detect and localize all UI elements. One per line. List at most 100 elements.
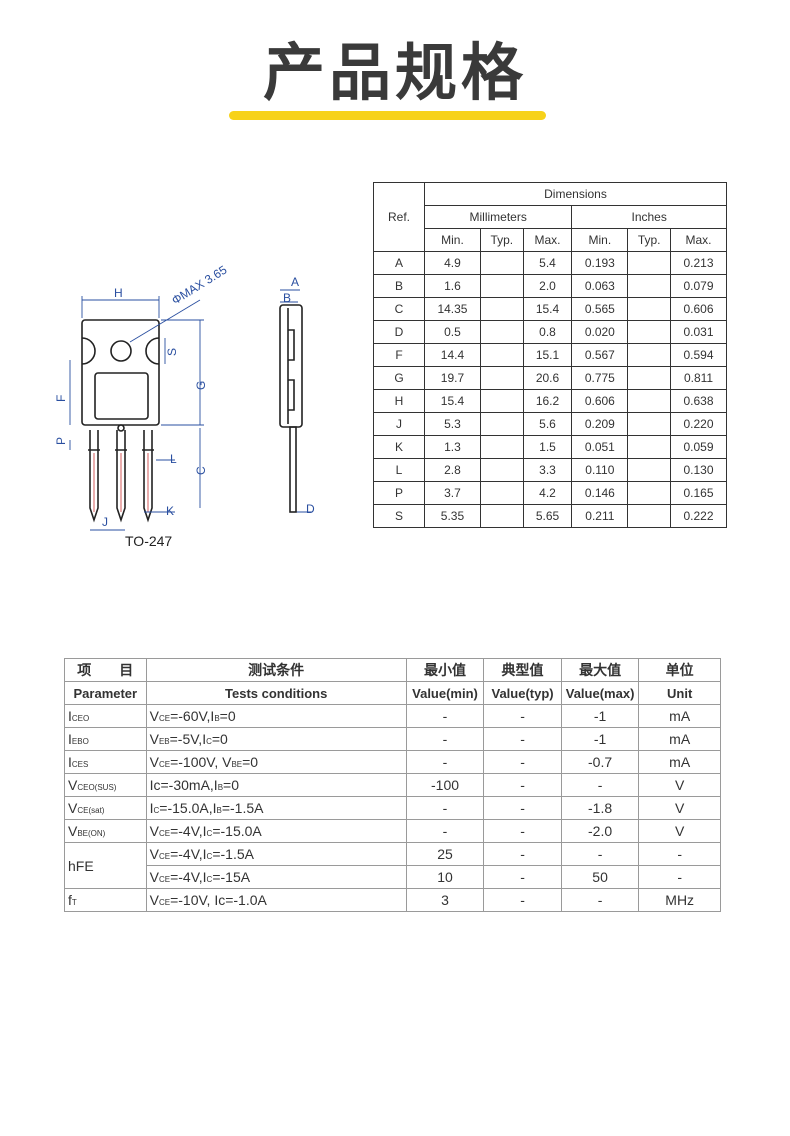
- dim-cell: 14.4: [424, 343, 481, 367]
- spec-parameter: VCEO(SUS): [64, 773, 147, 797]
- dim-header-ref: Ref.: [373, 182, 425, 252]
- dim-label-f: F: [54, 395, 68, 402]
- spec-condition: VCE=-4V,IC=-15A: [145, 865, 407, 889]
- spec-max: -1: [560, 704, 640, 728]
- spec-condition: VCE=-10V, Ic=-1.0A: [145, 888, 407, 912]
- subscript-text: CEO: [71, 714, 90, 723]
- spec-header-en-1: Tests conditions: [145, 681, 407, 705]
- dim-cell: 15.4: [424, 389, 481, 413]
- subscript-text: B: [217, 783, 224, 792]
- spec-unit: MHz: [638, 888, 721, 912]
- dim-cell: A: [373, 251, 425, 275]
- text-segment: =-1.5A: [212, 846, 254, 862]
- dim-cell: 0.165: [670, 481, 727, 505]
- dim-cell: 0.811: [670, 366, 727, 390]
- dim-cell: [479, 504, 524, 528]
- spec-header-cn-0: 项 目: [64, 658, 147, 682]
- dim-cell: P: [373, 481, 425, 505]
- dim-cell: 0.594: [670, 343, 727, 367]
- dim-header-mm-typ: Typ.: [479, 228, 524, 252]
- subscript-text: CE: [158, 898, 171, 907]
- dim-cell: 0.606: [571, 389, 629, 413]
- dim-cell: 1.3: [424, 435, 481, 459]
- dim-cell: 16.2: [522, 389, 573, 413]
- subscript-text: C: [206, 852, 213, 861]
- dim-cell: [479, 251, 524, 275]
- spec-condition: VCE=-4V,IC=-1.5A: [145, 842, 407, 866]
- spec-condition: Ic=-30mA,IB=0: [145, 773, 407, 797]
- subscript-text: CES: [71, 760, 89, 769]
- dim-cell: 0.5: [424, 320, 481, 344]
- dim-header-dimensions: Dimensions: [424, 182, 727, 206]
- dim-cell: 15.4: [522, 297, 573, 321]
- subscript-text: EBO: [71, 737, 89, 746]
- dim-label-p: P: [54, 437, 68, 445]
- spec-min: -: [405, 750, 485, 774]
- dim-cell: [479, 458, 524, 482]
- dim-cell: [479, 343, 524, 367]
- spec-header-cn-4: 最大值: [560, 658, 640, 682]
- spec-typ: -: [483, 773, 562, 797]
- dim-cell: 0.130: [670, 458, 727, 482]
- dim-cell: [627, 458, 672, 482]
- dim-cell: 20.6: [522, 366, 573, 390]
- dim-cell: [627, 435, 672, 459]
- dim-cell: 0.775: [571, 366, 629, 390]
- text-segment: =-4V,I: [170, 823, 207, 839]
- spec-min: 25: [405, 842, 485, 866]
- text-segment: V: [149, 731, 159, 747]
- page-title: 产品规格: [262, 36, 527, 109]
- dim-label-s: S: [165, 348, 179, 356]
- spec-parameter: ICES: [64, 750, 147, 774]
- spec-parameter: VBE(ON): [64, 819, 147, 843]
- spec-condition: VCE=-100V, VBE=0: [145, 750, 407, 774]
- dim-cell: 0.565: [571, 297, 629, 321]
- spec-condition: VCE=-60V,IB=0: [145, 704, 407, 728]
- text-segment: =-15.0A,I: [159, 800, 217, 816]
- text-segment: hFE: [68, 857, 94, 874]
- subscript-text: CE(sat): [77, 806, 105, 815]
- subscript-text: CE: [158, 852, 171, 861]
- dim-cell: 5.65: [522, 504, 573, 528]
- spec-typ: -: [483, 750, 562, 774]
- text-segment: =-4V,I: [170, 846, 207, 862]
- text-segment: =-5V,I: [169, 731, 207, 747]
- dim-cell: [627, 389, 672, 413]
- dim-cell: [627, 320, 672, 344]
- subscript-text: EB: [158, 737, 170, 746]
- dim-cell: 0.051: [571, 435, 629, 459]
- spec-parameter: VCE(sat): [64, 796, 147, 820]
- dim-header-mm-min: Min.: [424, 228, 481, 252]
- spec-row: VCEO(SUS)Ic=-30mA,IB=0-100--V: [64, 773, 721, 797]
- spec-typ: -: [483, 842, 562, 866]
- dim-cell: K: [373, 435, 425, 459]
- dim-label-d: D: [306, 502, 315, 516]
- spec-parameter: IEBO: [64, 727, 147, 751]
- dim-cell: [479, 274, 524, 298]
- spec-header-en-3: Value(typ): [483, 681, 562, 705]
- spec-min: 3: [405, 888, 485, 912]
- dim-cell: D: [373, 320, 425, 344]
- dim-cell: 0.146: [571, 481, 629, 505]
- spec-max: -: [560, 842, 640, 866]
- spec-max: 50: [560, 865, 640, 889]
- dim-cell: [627, 251, 672, 275]
- dim-cell: [627, 481, 672, 505]
- dim-label-k: K: [166, 504, 174, 518]
- spec-unit: mA: [638, 704, 721, 728]
- spec-typ: -: [483, 704, 562, 728]
- dim-cell: 0.211: [571, 504, 629, 528]
- dim-cell: 0.110: [571, 458, 629, 482]
- dim-cell: [479, 297, 524, 321]
- spec-min: -100: [405, 773, 485, 797]
- dim-cell: G: [373, 366, 425, 390]
- subscript-text: C: [153, 806, 160, 815]
- dim-cell: [479, 320, 524, 344]
- text-segment: =0: [219, 708, 236, 724]
- text-segment: V: [149, 823, 159, 839]
- subscript-text: C: [206, 875, 213, 884]
- dim-cell: 0.222: [670, 504, 727, 528]
